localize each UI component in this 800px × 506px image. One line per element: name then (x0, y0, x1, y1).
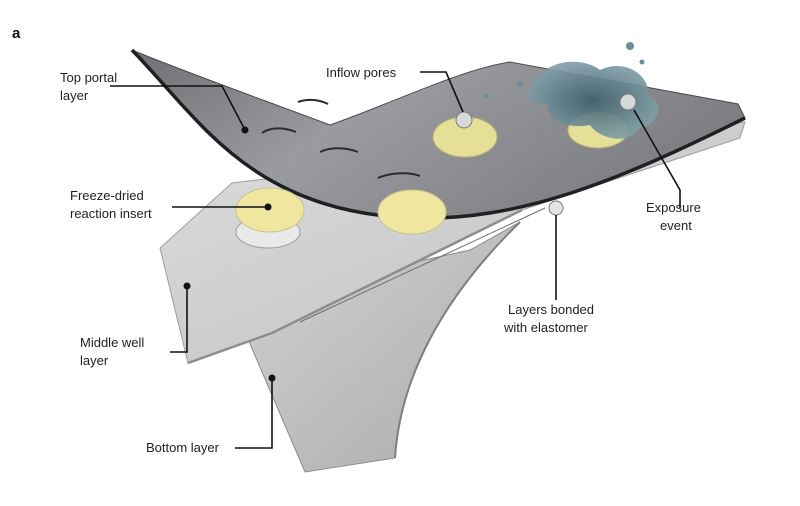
splash-droplet-3 (517, 81, 523, 87)
label-freeze-dried-1: Freeze-dried (70, 188, 144, 203)
label-inflow-pores: Inflow pores (326, 65, 397, 80)
leader-inflow (420, 71, 464, 113)
label-bonded-2: with elastomer (503, 320, 588, 335)
top-slit-3 (377, 172, 421, 179)
exposure-point (619, 93, 637, 111)
dot-top-portal (241, 126, 249, 134)
dot-bottom (268, 374, 276, 382)
label-exposure-1: Exposure (646, 200, 701, 215)
reaction-insert-1 (235, 187, 305, 233)
label-top-portal-2: layer (60, 88, 89, 103)
leader-middle-well (170, 288, 188, 353)
dot-freeze-dried (264, 203, 272, 211)
splash-droplet-2 (639, 59, 645, 65)
inflow-pore (455, 111, 473, 129)
label-top-portal-1: Top portal (60, 70, 117, 85)
leader-bottom (235, 380, 273, 449)
splash-droplet-4 (483, 93, 489, 99)
label-bonded-1: Layers bonded (508, 302, 594, 317)
bottom-layer-edge (394, 221, 521, 459)
label-middle-well-2: layer (80, 353, 109, 368)
label-middle-well-1: Middle well (80, 335, 144, 350)
top-slit-4 (297, 98, 329, 105)
exposure-splash (526, 61, 659, 139)
leader-top-portal (110, 85, 245, 129)
label-exposure-2: event (660, 218, 692, 233)
bond-point (548, 200, 564, 216)
label-bottom-layer: Bottom layer (146, 440, 220, 455)
leader-exposure (633, 109, 681, 208)
panel-label: a (12, 25, 21, 42)
splash-droplet-1 (626, 42, 634, 50)
label-freeze-dried-2: reaction insert (70, 206, 152, 221)
reaction-insert-2 (377, 189, 447, 235)
middle-well-layer-edge (187, 208, 523, 365)
top-slit-1 (261, 127, 297, 134)
dot-middle-well (183, 282, 191, 290)
top-slit-2 (319, 147, 359, 153)
middle-well-inner-line (299, 207, 546, 323)
